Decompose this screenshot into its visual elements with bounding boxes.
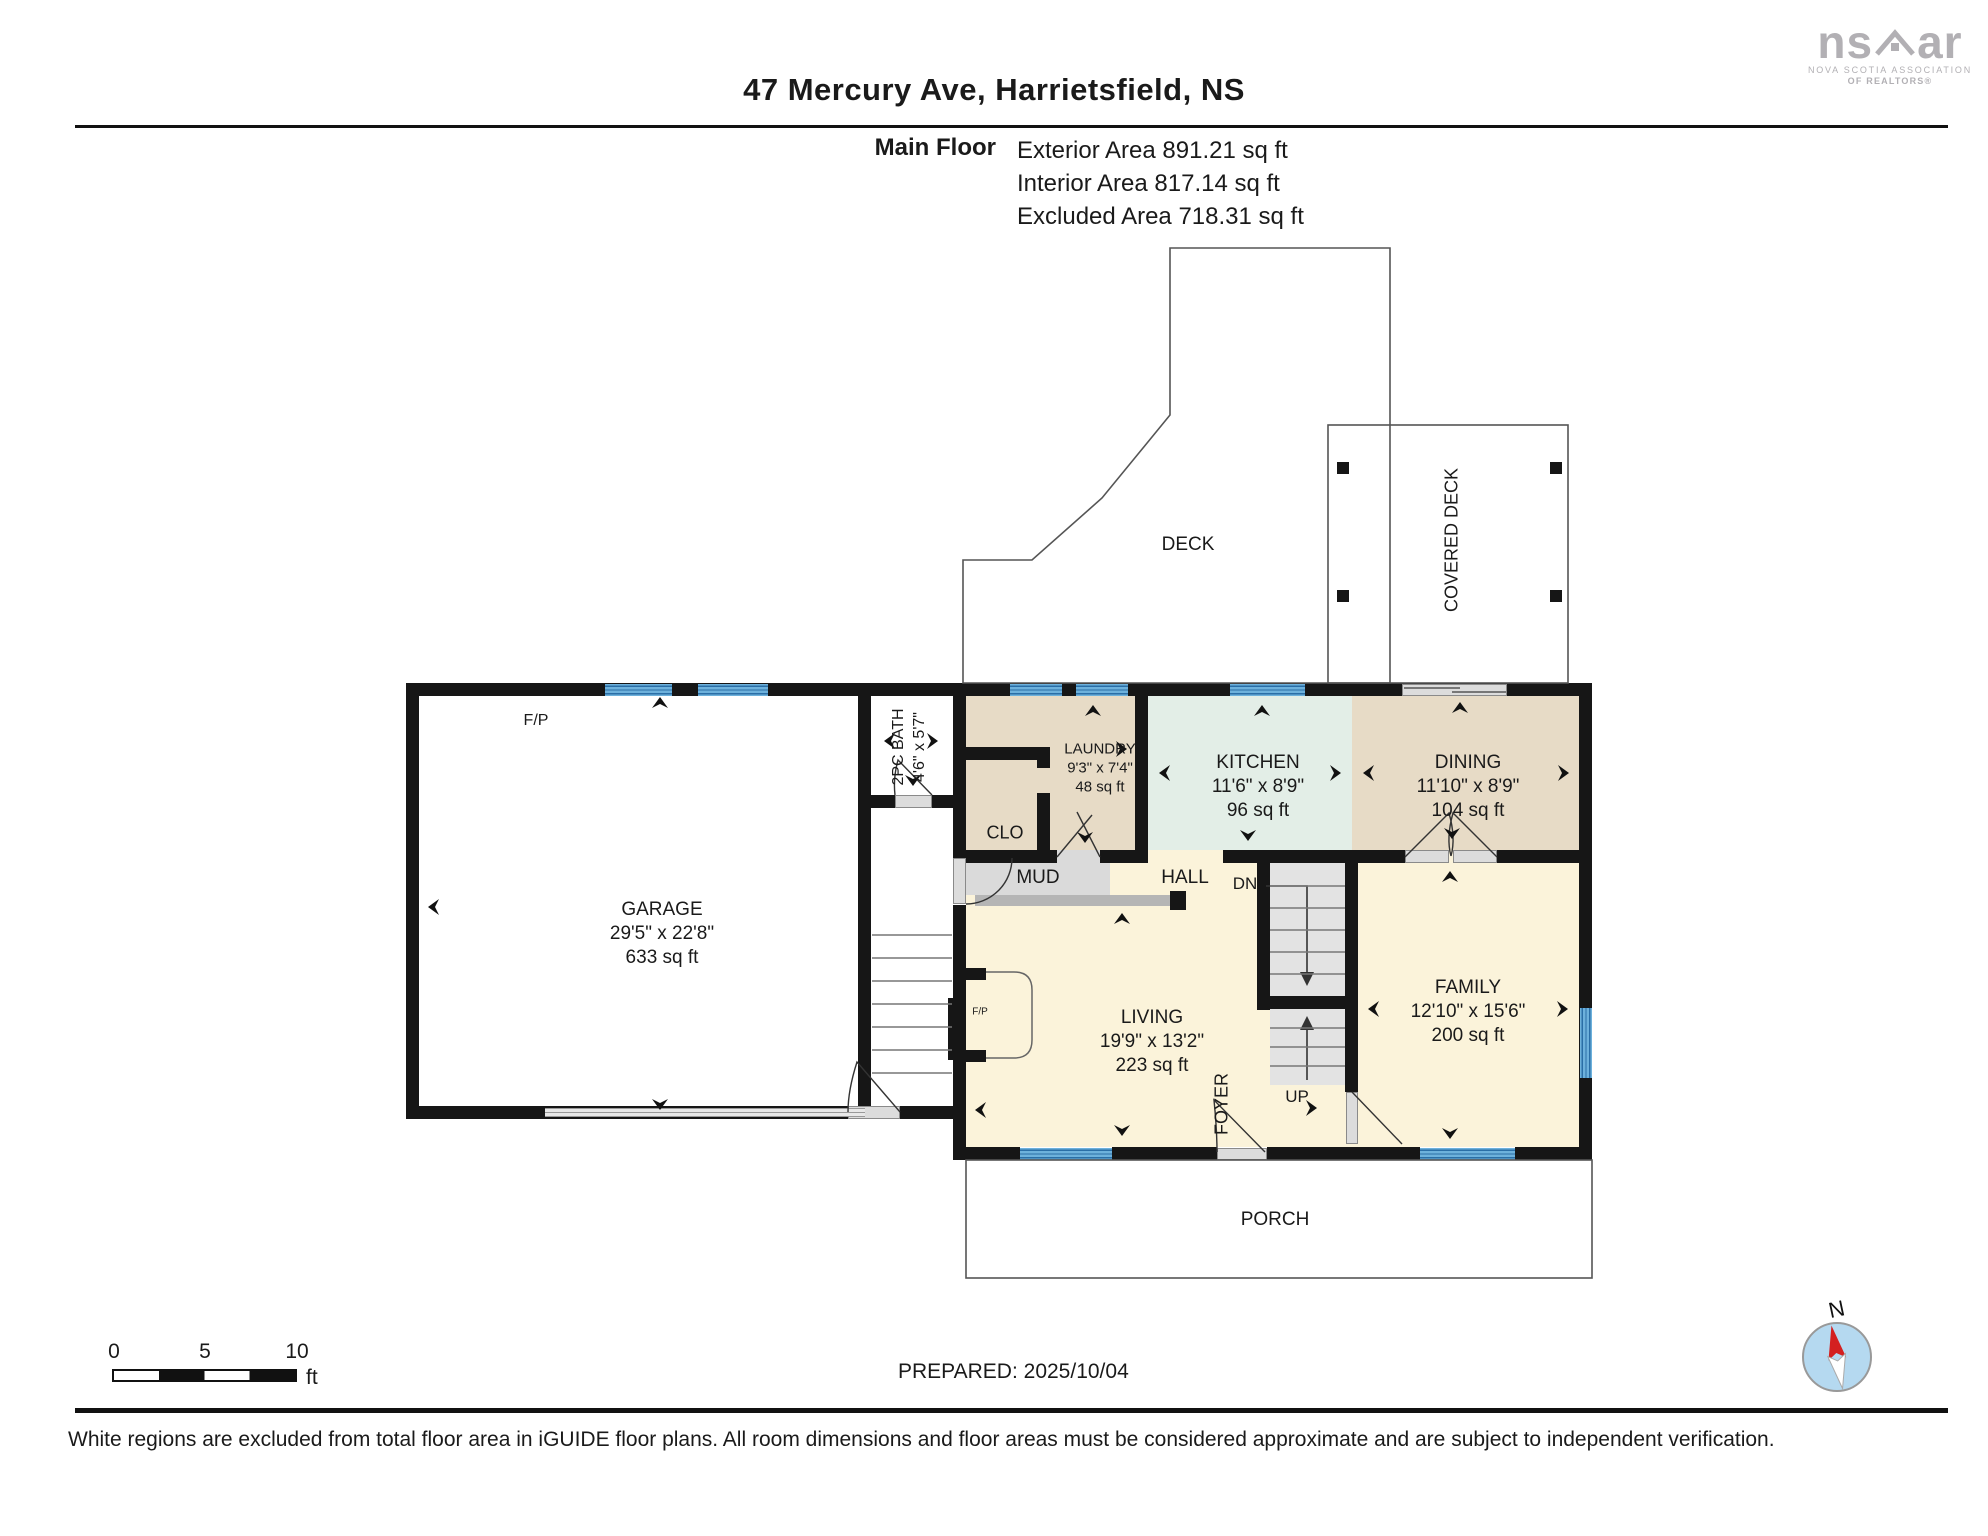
kitchen-window — [1230, 684, 1305, 696]
up-label: UP — [1285, 1087, 1309, 1106]
stair-arrows — [1266, 885, 1308, 1080]
wall-clo-right-a — [1037, 747, 1050, 768]
wall-row-a — [1223, 850, 1405, 863]
wall-stair-mid — [1257, 996, 1358, 1009]
wall-laundry-bottom-a — [966, 850, 1057, 863]
wall-row-b — [1497, 850, 1592, 863]
footer-divider — [75, 1408, 1948, 1413]
garage-window-2 — [698, 684, 768, 696]
clo-label: CLO — [986, 822, 1024, 843]
wall-bath-bottom-a — [871, 795, 895, 808]
wall-stair-right — [1345, 863, 1358, 1092]
wall-corridor-right-upper — [953, 696, 966, 860]
wall-clo-top — [966, 747, 1050, 760]
laundry-window-1 — [1010, 684, 1062, 696]
logo-ns: ns — [1817, 16, 1874, 68]
bath-door-sill — [895, 795, 932, 808]
compass: N — [1802, 1295, 1872, 1392]
logo-subtitle-1: NOVA SCOTIA ASSOCIATION — [1807, 65, 1973, 75]
fireplace-arm-bottom — [966, 1050, 986, 1062]
living-window — [1020, 1148, 1112, 1160]
wall-laundry-bottom-b — [1100, 850, 1135, 863]
scale-unit: ft — [306, 1366, 318, 1389]
scale-10: 10 — [285, 1340, 309, 1363]
mud-label: MUD — [1016, 867, 1060, 888]
fireplace-arm-top — [966, 968, 986, 980]
wall-bottom-b — [1112, 1147, 1217, 1160]
header-divider — [75, 125, 1948, 128]
kitchen-floor — [1148, 696, 1352, 850]
covered-deck-outline — [1327, 424, 1569, 684]
scale-bar-segments — [112, 1369, 297, 1382]
area-summary: Exterior Area 891.21 sq ft Interior Area… — [1017, 134, 1304, 233]
family-window-bottom — [1420, 1148, 1515, 1160]
wall-stair-left — [1257, 863, 1270, 1010]
fp-garage-label: F/P — [523, 712, 549, 729]
wall-bottom-c — [1267, 1147, 1420, 1160]
fp-living-label: F/P — [972, 1006, 988, 1018]
foyer-label: FOYER — [1211, 1072, 1232, 1136]
railing-end-cap — [1170, 891, 1186, 910]
scale-0: 0 — [108, 1340, 120, 1363]
disclaimer-text: White regions are excluded from total fl… — [68, 1428, 1775, 1451]
mud-door-leaf — [953, 858, 966, 904]
wall-corridor-left — [858, 683, 871, 1119]
hall-label: HALL — [1161, 867, 1209, 888]
family-window-right — [1580, 1008, 1592, 1078]
dn-label: DN — [1232, 874, 1258, 893]
house-icon — [1875, 29, 1915, 56]
laundry-window-2 — [1076, 684, 1128, 696]
scale-5: 5 — [199, 1340, 211, 1363]
nsar-logo: ns ar NOVA SCOTIA ASSOCIATION OF REALTOR… — [1800, 16, 1980, 86]
prepared-date: PREPARED: 2025/10/04 — [898, 1360, 1129, 1383]
wall-bath-bottom-b — [932, 795, 953, 808]
door-swings — [847, 758, 1498, 1153]
wall-laundry-right — [1135, 696, 1148, 863]
dining-floor — [1352, 696, 1579, 850]
covered-deck-label: COVERED DECK — [1441, 467, 1462, 613]
floor-label: Main Floor — [874, 134, 996, 161]
exterior-area: Exterior Area 891.21 sq ft — [1017, 137, 1288, 164]
garage-window-1 — [605, 684, 672, 696]
logo-subtitle-2: OF REALTORS® — [1847, 76, 1933, 86]
wall-bottom-d — [1515, 1147, 1592, 1160]
wall-bottom-a — [966, 1147, 1020, 1160]
porch-label: PORCH — [1240, 1209, 1310, 1230]
laundry-floor — [966, 696, 1135, 850]
deck-posts — [1337, 462, 1562, 602]
wall-clo-right-b — [1037, 793, 1050, 850]
porch-outline — [965, 1159, 1593, 1279]
garage-overhead-door — [545, 1108, 865, 1117]
fireplace-chimney — [948, 998, 966, 1060]
railing-half-wall — [975, 895, 1170, 906]
wall-garage-left — [406, 683, 419, 1119]
excluded-area: Excluded Area 718.31 sq ft — [1017, 203, 1304, 230]
deck-outline — [962, 247, 1391, 684]
deck-label: DECK — [1161, 534, 1215, 555]
compass-north-label: N — [1826, 1295, 1847, 1323]
hearth-outline — [986, 971, 1033, 1059]
page-title: 47 Mercury Ave, Harrietsfield, NS — [743, 72, 1245, 107]
logo-ar: ar — [1917, 16, 1963, 68]
interior-area: Interior Area 817.14 sq ft — [1017, 170, 1280, 197]
slider-panels — [1404, 687, 1506, 693]
